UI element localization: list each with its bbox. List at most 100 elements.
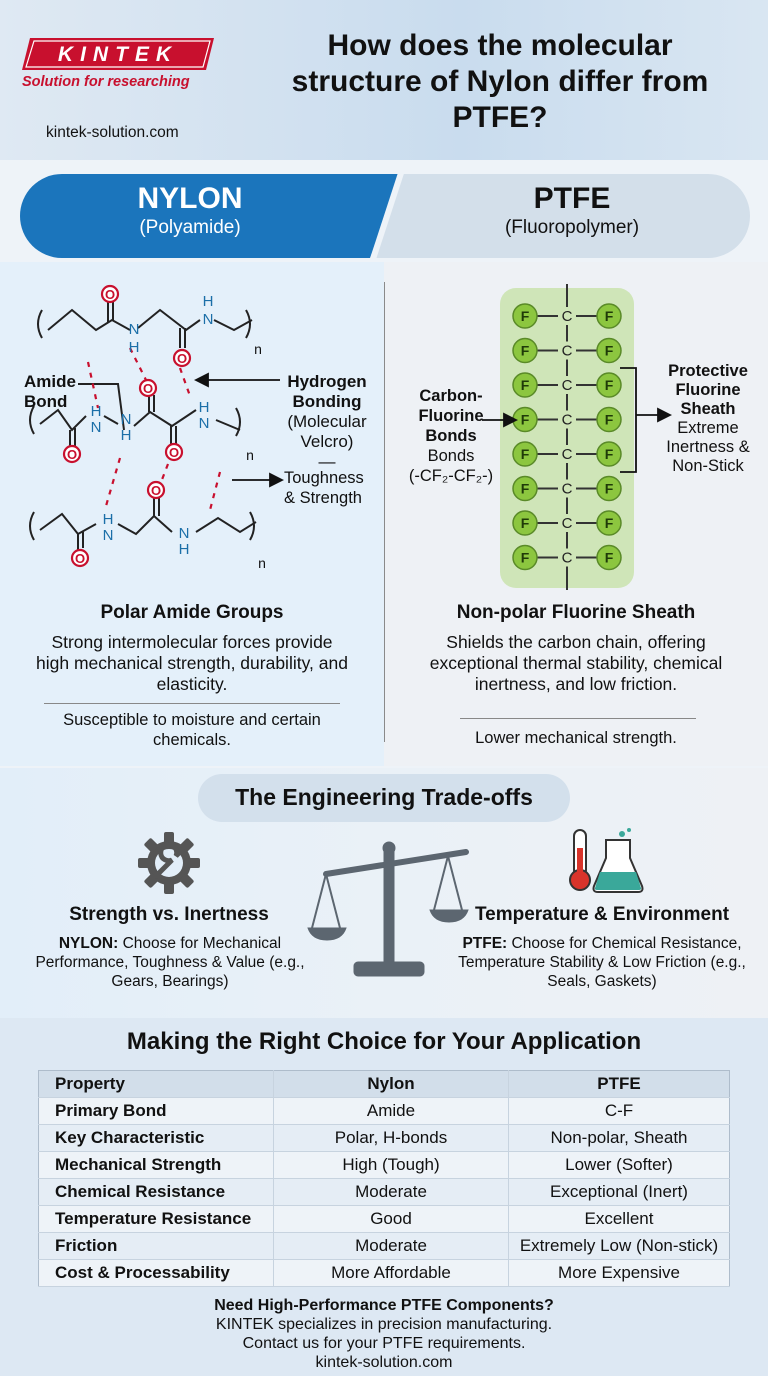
fluorine-label: F — [605, 446, 614, 462]
svg-text:n: n — [246, 447, 254, 463]
fluorine-label: F — [521, 412, 530, 428]
fluorine-atom — [596, 406, 622, 433]
header-ptfe: PTFE — [508, 1070, 730, 1098]
svg-text:O: O — [177, 351, 187, 366]
fluorine-atom — [512, 441, 538, 467]
svg-text:H: H — [121, 427, 132, 444]
header-nylon: Nylon — [273, 1070, 509, 1098]
ptfe-rule — [460, 718, 696, 719]
gear-wrench-icon — [138, 832, 200, 894]
fluorine-atom — [512, 475, 538, 502]
nylon-note: Susceptible to moisture and certain chem… — [63, 711, 321, 749]
tradeoffs-pill — [198, 774, 570, 822]
kintek-logo: KINTEK — [22, 38, 214, 70]
fluorine-atom — [512, 510, 538, 536]
fluorine-label: F — [605, 515, 614, 531]
fluorine-label: F — [605, 481, 614, 497]
cell-nylon: High (Tough) — [273, 1151, 509, 1179]
brand-tagline: Solution for researching — [22, 74, 190, 90]
footer-headline: Need High-Performance PTFE Components? — [214, 1297, 554, 1314]
cf-bond-annotation: Carbon- Fluorine Bonds Bonds (-CF₂-CF₂-) — [402, 386, 500, 486]
tradeoff-right-heading: Temperature & Environment — [474, 904, 730, 925]
cell-property: Temperature Resistance — [38, 1205, 274, 1233]
header-property: Property — [38, 1070, 274, 1098]
sheath-title: Protective Fluorine Sheath — [668, 362, 748, 418]
cell-nylon: Polar, H-bonds — [273, 1124, 509, 1152]
cell-property: Chemical Resistance — [38, 1178, 274, 1206]
amide-bond-label: Amide Bond — [24, 372, 76, 411]
fluorine-label: F — [605, 550, 614, 566]
cell-property: Cost & Processability — [38, 1259, 274, 1287]
fluorine-label: F — [605, 377, 614, 393]
svg-text:O: O — [169, 445, 179, 460]
nylon-banner: NYLON (Polyamide) — [20, 182, 360, 240]
ptfe-note: Lower mechanical strength. — [475, 729, 677, 747]
page-title: How does the molecular structure of Nylo… — [291, 29, 709, 134]
cell-ptfe: More Expensive — [508, 1259, 730, 1287]
hbond-annotation: Hydrogen Bonding (Molecular Velcro) — — [280, 372, 374, 472]
cell-property: Key Characteristic — [38, 1124, 274, 1152]
toughness-label: Toughness & Strength — [284, 469, 364, 507]
carbon-atom: C — [562, 481, 573, 498]
svg-text:H: H — [91, 403, 102, 420]
carbon-atom: C — [562, 377, 573, 394]
ptfe-body: Shields the carbon chain, offering excep… — [429, 632, 723, 694]
cell-ptfe: C-F — [508, 1097, 730, 1125]
svg-text:H: H — [129, 339, 140, 356]
nylon-rule — [44, 703, 340, 704]
svg-text:H: H — [103, 511, 114, 528]
fluorine-atom — [512, 337, 538, 364]
hbond-subtitle: (Molecular Velcro) — [287, 412, 367, 451]
sheath-subtitle: Extreme Inertness & Non-Stick — [666, 419, 750, 475]
cf-bond-subtitle: Bonds (-CF₂-CF₂-) — [408, 447, 494, 485]
svg-text:N: N — [203, 311, 214, 328]
nylon-heading: Polar Amide Groups — [100, 602, 284, 623]
table-header-row: Property Nylon PTFE — [38, 1070, 730, 1098]
fluorine-atom — [596, 544, 622, 571]
svg-text:N: N — [129, 321, 140, 338]
nylon-panel — [0, 262, 384, 766]
site-url-top[interactable]: kintek-solution.com — [46, 124, 179, 141]
fluorine-label: F — [521, 446, 530, 462]
hbond-dash: — — [318, 452, 336, 471]
footer-line-3: Contact us for your PTFE requirements. — [242, 1335, 526, 1352]
svg-text:O: O — [151, 483, 161, 498]
svg-text:H: H — [179, 541, 190, 558]
footer: Need High-Performance PTFE Components? K… — [0, 1296, 768, 1372]
cell-ptfe: Excellent — [508, 1205, 730, 1233]
svg-text:n: n — [254, 341, 262, 357]
carbon-atom: C — [562, 515, 573, 532]
header-background — [0, 0, 768, 160]
fluorine-label: F — [521, 550, 530, 566]
carbon-atom: C — [562, 412, 573, 429]
svg-text:N: N — [199, 415, 210, 432]
footer-site-url[interactable]: kintek-solution.com — [315, 1354, 453, 1371]
svg-text:H: H — [199, 399, 210, 416]
fluorine-atom — [596, 303, 622, 329]
cell-nylon: More Affordable — [273, 1259, 509, 1287]
cell-nylon: Moderate — [273, 1232, 509, 1260]
svg-text:N: N — [103, 527, 114, 544]
carbon-atom: C — [562, 550, 573, 567]
tradeoff-left-text: NYLON: Choose for Mechanical Performance… — [20, 934, 320, 991]
logo-text: KINTEK — [58, 43, 178, 66]
cell-property: Friction — [38, 1232, 274, 1260]
tradeoff-left-heading: Strength vs. Inertness — [69, 904, 269, 925]
fluorine-label: F — [605, 412, 614, 428]
carbon-atom: C — [562, 343, 573, 360]
cell-ptfe: Lower (Softer) — [508, 1151, 730, 1179]
tradeoff-right-lead: PTFE: — [462, 935, 508, 952]
cell-ptfe: Exceptional (Inert) — [508, 1178, 730, 1206]
ptfe-banner-shape — [370, 174, 750, 258]
nylon-structure-diagram: O O O O O O O N H H N H N N H H N H N N … — [29, 284, 285, 571]
table-title: Making the Right Choice for Your Applica… — [126, 1028, 642, 1055]
cell-property: Mechanical Strength — [38, 1151, 274, 1179]
ptfe-banner: PTFE (Fluoropolymer) — [400, 182, 744, 240]
